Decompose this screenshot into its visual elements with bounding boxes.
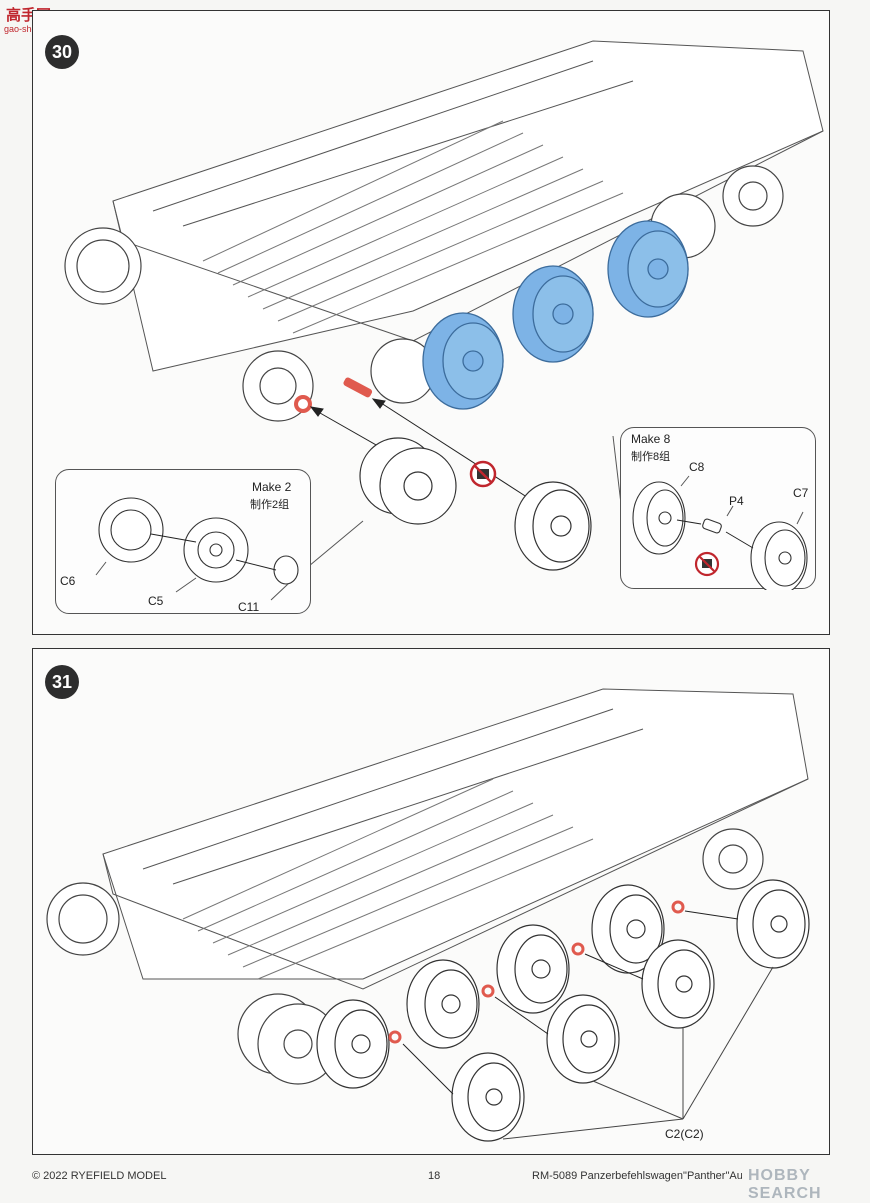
footer-page-number: 18 bbox=[428, 1170, 441, 1182]
part-label-c11: C11 bbox=[238, 600, 260, 614]
step-31-panel: 31 bbox=[32, 648, 830, 1155]
step-30-panel: 30 bbox=[32, 10, 830, 635]
step-30-drawing bbox=[64, 40, 824, 572]
callout-make-2-title: Make 2 bbox=[252, 480, 292, 494]
callout-make-2-subtitle: 制作2组 bbox=[250, 499, 290, 511]
part-label-c5: C5 bbox=[148, 594, 164, 608]
part-label-p4: P4 bbox=[729, 494, 744, 508]
callout-make-8: Make 8 制作8组 C8 P4 C7 bbox=[620, 427, 816, 590]
part-label-c7: C7 bbox=[793, 486, 809, 500]
step-31-drawing bbox=[46, 688, 810, 1142]
step-30-number: 30 bbox=[45, 35, 79, 69]
part-label-c2: C2(C2) bbox=[665, 1127, 704, 1141]
part-label-c8: C8 bbox=[689, 460, 705, 474]
watermark-text: HOBBY SEARCH bbox=[748, 1167, 822, 1202]
callout-make-2-drawing bbox=[95, 497, 299, 601]
footer-copyright: © 2022 RYEFIELD MODEL bbox=[32, 1170, 167, 1182]
callout-make-8-title: Make 8 bbox=[631, 432, 671, 446]
step-31-number: 31 bbox=[45, 665, 79, 699]
callout-make-8-drawing bbox=[632, 475, 808, 590]
callout-make-2: Make 2 制作2组 C6 C5 C11 bbox=[55, 469, 311, 614]
footer-product: RM-5089 Panzerbefehlswagen"Panther"Ausf.… bbox=[532, 1170, 742, 1182]
callout-make-8-subtitle: 制作8组 bbox=[631, 451, 671, 463]
part-label-c6: C6 bbox=[60, 574, 76, 588]
